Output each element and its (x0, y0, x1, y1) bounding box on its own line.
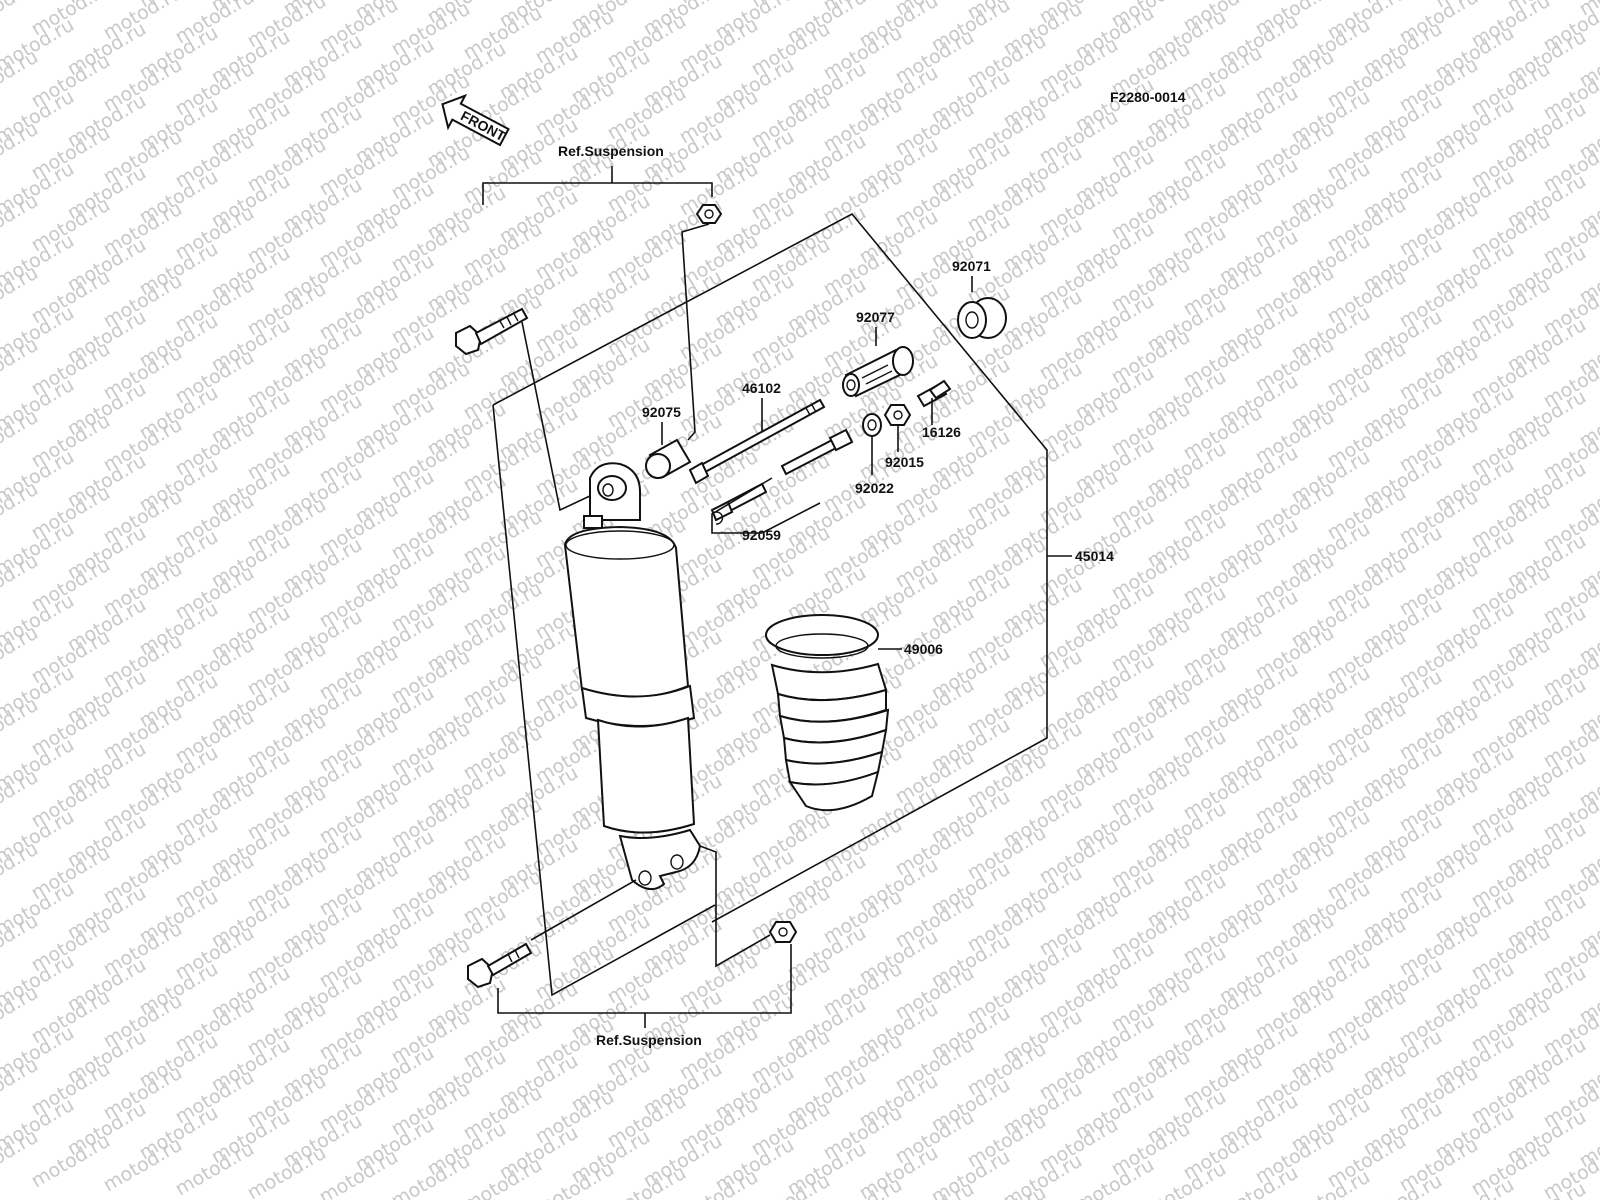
part-49006-boot (765, 614, 890, 812)
ref-top-bracket (482, 182, 713, 205)
part-92015-nut (883, 404, 912, 426)
part-92022-washer (862, 413, 882, 437)
top-bolt-leader (521, 321, 593, 512)
bottom-bolt (467, 942, 533, 989)
top-nut-leader (681, 223, 710, 441)
part-92071-bush (957, 297, 1007, 339)
bottom-nut-leader (699, 845, 771, 968)
part-46102-rod (688, 398, 826, 485)
label-92077: 92077 (856, 309, 895, 325)
part-92059-pin (710, 428, 854, 525)
label-92059: 92059 (742, 527, 781, 543)
label-45014: 45014 (1075, 548, 1114, 564)
top-nut (695, 204, 723, 224)
ref-suspension-top: Ref.Suspension (558, 143, 664, 159)
label-92022: 92022 (855, 480, 894, 496)
ref-suspension-bottom: Ref.Suspension (596, 1032, 702, 1048)
assembly-outline-left (492, 404, 716, 997)
shock-absorber (563, 462, 702, 891)
assembly-outline-45014 (492, 212, 1048, 923)
label-16126: 16126 (922, 424, 961, 440)
bottom-bolt-leader (530, 879, 637, 941)
part-16126-nipple (916, 379, 952, 408)
bottom-nut (768, 921, 798, 943)
label-92071: 92071 (952, 258, 991, 274)
label-92015: 92015 (885, 454, 924, 470)
label-46102: 46102 (742, 380, 781, 396)
top-bolt (455, 307, 529, 356)
label-49006: 49006 (904, 641, 943, 657)
part-92077-collar (842, 346, 914, 398)
watermark-text: motod.ru (604, 1162, 690, 1200)
part-92075-collar (645, 438, 692, 479)
diagram-code: F2280-0014 (1110, 89, 1186, 105)
label-92075: 92075 (642, 404, 681, 420)
bracket-92059 (711, 477, 773, 534)
